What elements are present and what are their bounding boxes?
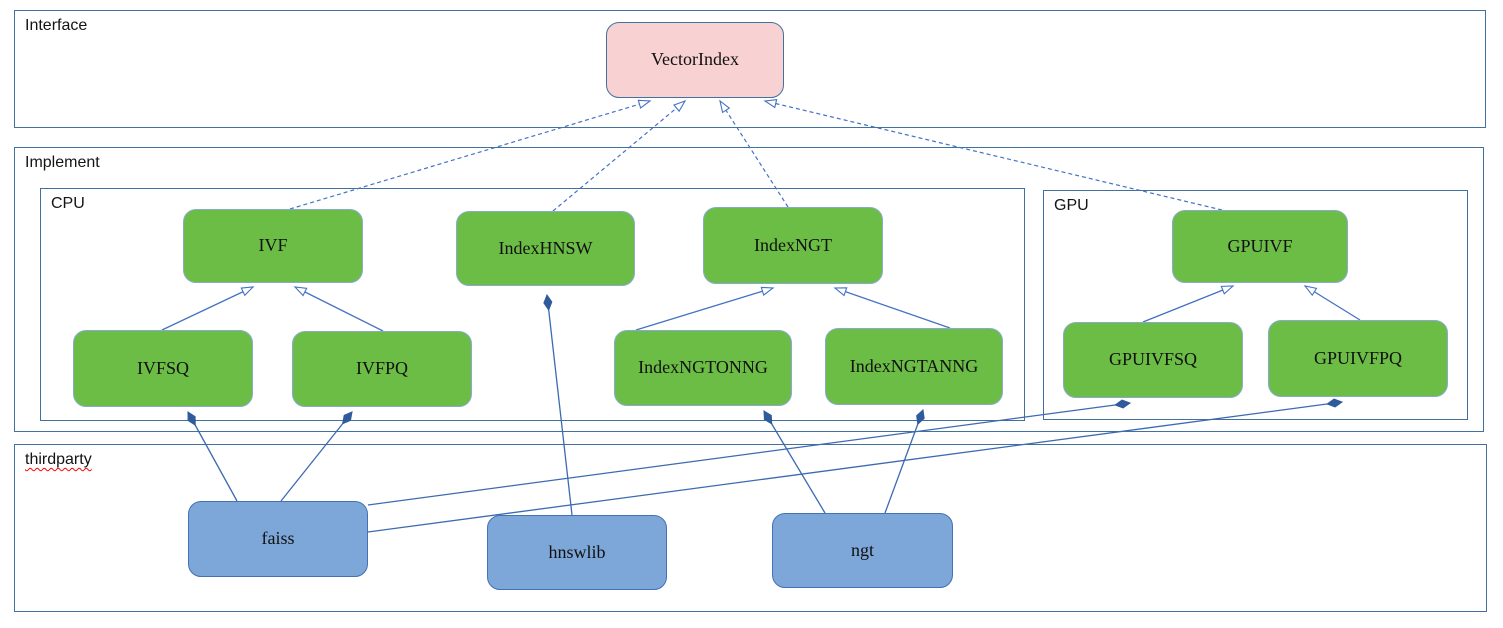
node-hnswlib[interactable]: hnswlib [487, 515, 667, 590]
node-indexngtanng[interactable]: IndexNGTANNG [825, 328, 1003, 405]
node-hnswlib-label: hnswlib [548, 541, 606, 562]
node-gpuivfsq-label: GPUIVFSQ [1108, 349, 1198, 370]
node-gpuivfsq[interactable]: GPUIVFSQ [1063, 322, 1243, 398]
node-indexngtonng[interactable]: IndexNGTONNG [614, 330, 792, 406]
node-indexhnsw-label: IndexHNSW [498, 237, 593, 258]
node-indexhnsw[interactable]: IndexHNSW [456, 211, 635, 286]
node-indexngt-label: IndexNGT [754, 234, 832, 255]
section-thirdparty-label: thirdparty [25, 451, 92, 468]
node-ngt-label: ngt [850, 539, 874, 560]
node-faiss-label: faiss [261, 528, 295, 549]
node-ivfsq[interactable]: IVFSQ [73, 330, 253, 407]
node-gpuivf[interactable]: GPUIVF [1172, 210, 1348, 283]
section-interface-label: Interface [25, 17, 88, 34]
node-gpuivf-label: GPUIVF [1227, 235, 1293, 256]
node-vectorindex-label: VectorIndex [651, 49, 739, 70]
node-gpuivfpq[interactable]: GPUIVFPQ [1268, 320, 1448, 397]
node-gpuivfpq-label: GPUIVFPQ [1313, 347, 1403, 368]
node-indexngtanng-label: IndexNGTANNG [849, 355, 979, 376]
section-implement-label: Implement [25, 154, 100, 171]
node-ngt[interactable]: ngt [772, 513, 953, 588]
section-cpu-label: CPU [51, 195, 85, 212]
node-vectorindex[interactable]: VectorIndex [606, 22, 784, 98]
node-indexngtonng-label: IndexNGTONNG [638, 357, 768, 378]
node-indexngt[interactable]: IndexNGT [703, 207, 883, 284]
node-ivfpq[interactable]: IVFPQ [292, 331, 472, 407]
node-ivf-label: IVF [258, 235, 288, 256]
node-faiss[interactable]: faiss [188, 501, 368, 577]
node-ivfsq-label: IVFSQ [136, 357, 189, 378]
node-ivf[interactable]: IVF [183, 209, 363, 283]
section-gpu-label: GPU [1054, 197, 1089, 214]
node-ivfpq-label: IVFPQ [355, 358, 408, 379]
